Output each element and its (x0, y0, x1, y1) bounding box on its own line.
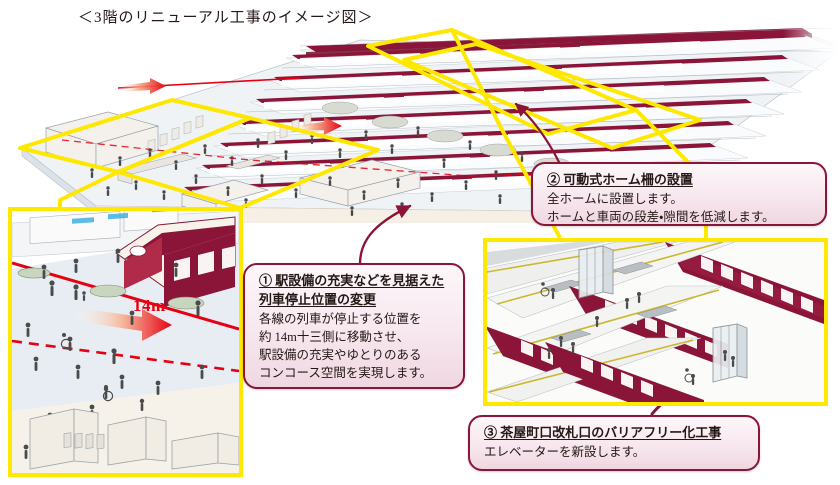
callout-1-body-line-3: 駅設備の充実やゆとりのある (259, 348, 422, 363)
distance-label-14m: 14m (133, 296, 166, 315)
callout-train-stop-position[interactable]: ① 駅設備の充実などを見据えた 列車停止位置の変更 各線の列車が停止する位置を … (243, 263, 465, 389)
callout-1-body-line-4: コンコース空間を実現します。 (259, 366, 433, 381)
callout-1-body-line-1: 各線の列車が停止する位置を (259, 311, 422, 326)
callout-1-heading-line-2: 列車停止位置の変更 (259, 291, 377, 307)
callout-1-heading-line-1: ① 駅設備の充実などを見据えた (259, 273, 445, 288)
inset-concourse-platform-detail (8, 207, 243, 477)
callout-3-body-line-1: エレベーターを新設します。 (484, 444, 646, 459)
callout-barrier-free-gate[interactable]: ③ 茶屋町口改札口のバリアフリー化工事 エレベーターを新設します。 (468, 415, 760, 471)
page-title: ＜3階のリニューアル工事のイメージ図＞ (78, 10, 374, 26)
callout-1-body-line-2: 約 14m十三側に移動させ、 (259, 329, 410, 344)
callout-platform-doors[interactable]: ② 可動式ホーム柵の設置 全ホームに設置します。 ホームと車両の段差・隙間を低減… (531, 162, 827, 226)
callout-2-body-line-2: ホームと車両の段差・隙間を低減します。 (547, 210, 775, 225)
train-car (115, 216, 236, 307)
platform-gate-structure (578, 245, 748, 383)
callout-2-body-line-1: 全ホームに設置します。 (547, 191, 683, 206)
inset-platform-gate-detail (483, 238, 828, 406)
callout-3-heading: ③ 茶屋町口改札口のバリアフリー化工事 (484, 425, 722, 440)
callout-2-heading: ② 可動式ホーム柵の設置 (547, 172, 693, 187)
connector-callout-2 (514, 102, 562, 166)
connector-callout-1 (358, 204, 412, 266)
